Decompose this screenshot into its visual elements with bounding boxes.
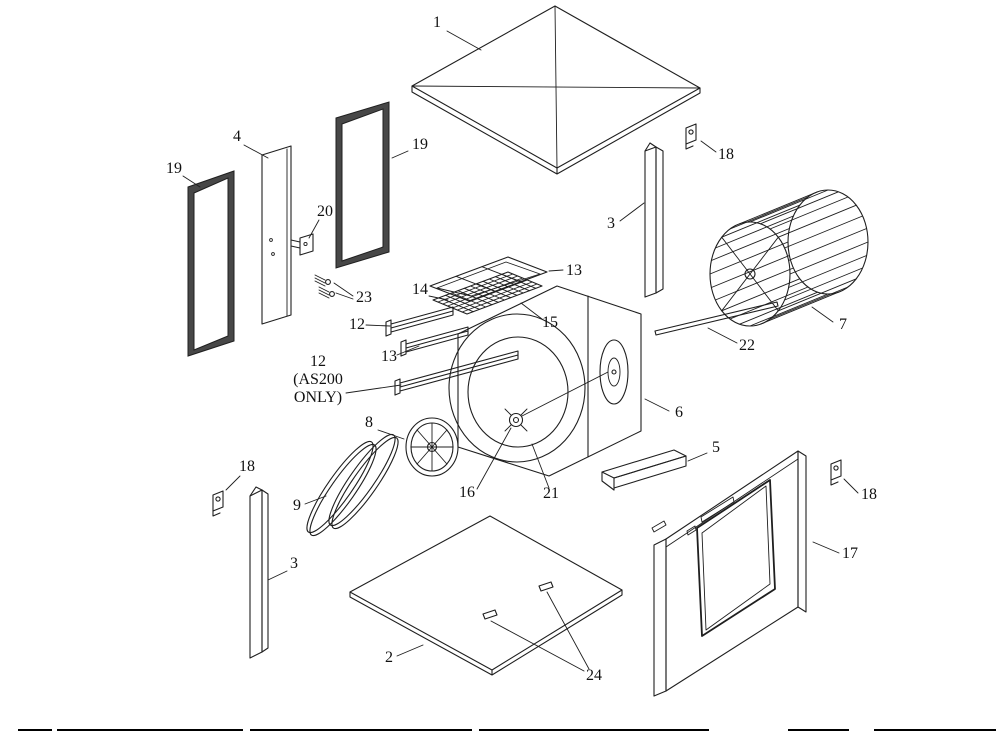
callout-18-top-label: 18 — [718, 146, 734, 163]
callout-8: 8 — [365, 414, 405, 440]
callout-12-as200: 12 (AS200 ONLY) — [293, 353, 402, 406]
callout-18-left: 18 — [225, 458, 255, 491]
callout-19-left-label: 19 — [166, 160, 182, 177]
junction-box — [290, 233, 314, 256]
blower-wheel — [709, 189, 869, 327]
callout-17-label: 17 — [842, 545, 858, 562]
callout-12-as200-number: 12 — [310, 353, 326, 370]
callout-14: 14 — [412, 281, 449, 301]
hinge-bracket-right — [830, 459, 842, 486]
bottom-panel — [349, 515, 623, 676]
callout-18-top: 18 — [700, 140, 734, 163]
screws — [314, 274, 335, 299]
motor-pulley — [405, 417, 459, 477]
callout-19-right-label: 19 — [412, 136, 428, 153]
support-rail-lower — [400, 326, 469, 357]
angle-rail-upper — [385, 306, 454, 337]
callout-3-lower-label: 3 — [290, 555, 298, 572]
callout-18-left-label: 18 — [239, 458, 255, 475]
callout-23-label: 23 — [356, 289, 372, 306]
callout-2: 2 — [385, 644, 424, 666]
panel-clips — [482, 581, 554, 620]
top-panel — [411, 5, 701, 175]
hinge-bracket-left — [212, 490, 224, 517]
callout-1-label: 1 — [433, 14, 441, 31]
front-panel — [651, 450, 807, 697]
callout-18-right: 18 — [843, 478, 877, 503]
callout-22: 22 — [707, 327, 755, 354]
callout-15: 15 — [520, 302, 558, 331]
corner-post-lower — [249, 486, 269, 659]
drive-belt — [306, 433, 399, 537]
callout-16-label: 16 — [459, 484, 475, 501]
callout-16: 16 — [459, 427, 512, 501]
callout-13-lower: 13 — [381, 345, 420, 365]
callout-8-label: 8 — [365, 414, 373, 431]
callout-5: 5 — [687, 439, 720, 462]
callout-9: 9 — [293, 495, 327, 514]
callout-6-label: 6 — [675, 404, 683, 421]
angle-rail-as200 — [394, 350, 519, 396]
screen-panel-right — [335, 101, 390, 269]
callout-13-upper: 13 — [548, 262, 582, 279]
callout-24-label: 24 — [586, 667, 602, 684]
callout-17: 17 — [812, 541, 858, 562]
callout-3-upper-label: 3 — [607, 215, 615, 232]
callout-5-label: 5 — [712, 439, 720, 456]
callout-3-upper: 3 — [607, 202, 645, 232]
callout-19-right: 19 — [391, 136, 428, 159]
pad-grille — [432, 271, 543, 315]
callout-3-lower: 3 — [267, 555, 298, 581]
side-panel — [261, 145, 292, 325]
callout-13-upper-label: 13 — [566, 262, 582, 279]
blower-pulley — [504, 408, 528, 432]
callout-21: 21 — [531, 443, 559, 502]
callout-4-label: 4 — [233, 128, 241, 145]
corner-post-upper — [644, 142, 664, 298]
callout-2-label: 2 — [385, 649, 393, 666]
hinge-bracket-top — [685, 123, 697, 150]
callout-9-label: 9 — [293, 497, 301, 514]
callout-12-upper-label: 12 — [349, 316, 365, 333]
callout-19-left: 19 — [166, 160, 201, 188]
callout-1: 1 — [433, 14, 482, 51]
callout-14-label: 14 — [412, 281, 428, 298]
callout-18-right-label: 18 — [861, 486, 877, 503]
screen-panel-left — [187, 170, 235, 357]
callout-20: 20 — [308, 203, 333, 239]
callout-13-lower-label: 13 — [381, 348, 397, 365]
callout-7: 7 — [811, 306, 847, 333]
callout-12-as200-note-line2: ONLY) — [294, 389, 342, 406]
callout-23: 23 — [333, 282, 372, 306]
callout-22-label: 22 — [739, 337, 755, 354]
callout-6: 6 — [644, 398, 683, 421]
blower-shaft — [654, 301, 779, 336]
support-channel — [601, 449, 687, 491]
callout-21-label: 21 — [543, 485, 559, 502]
callout-4: 4 — [233, 128, 269, 159]
callout-12-upper: 12 — [349, 316, 391, 333]
callout-7-label: 7 — [839, 316, 847, 333]
callout-20-label: 20 — [317, 203, 333, 220]
callout-24: 24 — [490, 591, 602, 684]
callout-12-as200-note-line1: (AS200 — [293, 371, 343, 388]
callout-15-label: 15 — [542, 314, 558, 331]
